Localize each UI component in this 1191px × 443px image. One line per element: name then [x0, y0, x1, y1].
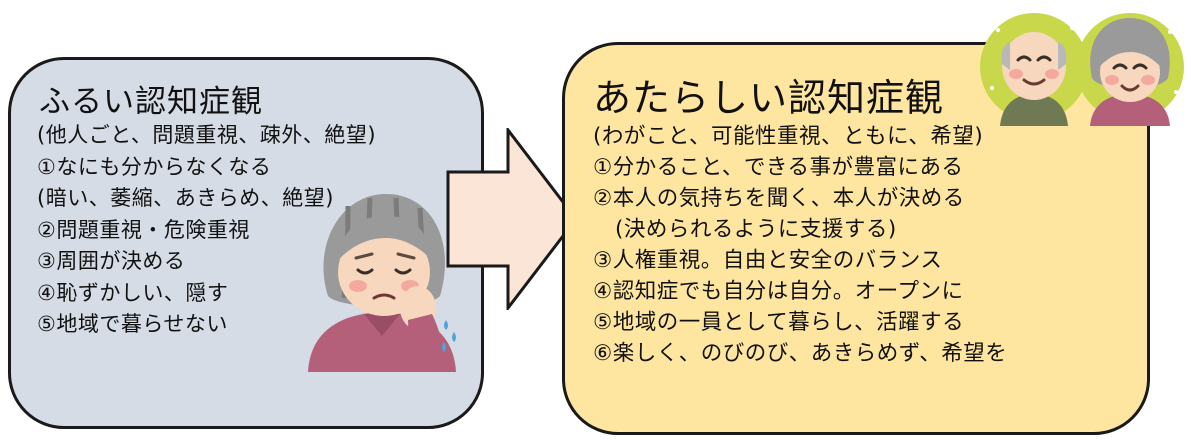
- right-arrow-icon: [446, 128, 578, 310]
- smiling-grandpa-icon: [980, 13, 1088, 126]
- new-view-list: (わがこと、可能性重視、ともに、希望) ①分かること、できる事が豊富にある ②本…: [593, 121, 1007, 369]
- new-view-line: ⑤地域の一員として暮らし、活躍する: [593, 310, 965, 335]
- new-view-line: ②本人の気持ちを聞く、本人が決める: [593, 186, 965, 211]
- new-view-line: ⑥楽しく、のびのび、あきらめず、希望を: [593, 341, 1008, 366]
- old-view-list: (他人ごと、問題重視、疎外、絶望) ①なにも分からなくなる (暗い、萎縮、あきら…: [37, 120, 376, 341]
- new-view-line: (わがこと、可能性重視、ともに、希望): [593, 124, 984, 149]
- old-view-line: ①なにも分からなくなる: [37, 154, 272, 179]
- old-view-line: ④恥ずかしい、隠す: [37, 280, 229, 305]
- old-view-title: ふるい認知症観: [39, 84, 263, 120]
- new-view-line: ③人権重視。自由と安全のバランス: [593, 248, 943, 273]
- smiling-grandma-icon: [1076, 13, 1184, 126]
- old-view-line: ③周囲が決める: [37, 249, 186, 273]
- smiling-elderly-couple-icon: [980, 13, 1184, 126]
- old-view-line: (他人ごと、問題重視、疎外、絶望): [37, 123, 377, 147]
- new-view-line: ④認知症でも自分は自分。オープンに: [593, 279, 964, 304]
- sad-elderly-woman-icon: [308, 194, 456, 372]
- old-view-line: (暗い、萎縮、あきらめ、絶望): [37, 186, 334, 210]
- new-view-line: (決められるように支援する): [593, 217, 897, 242]
- old-view-line: ⑤地域で暮らせない: [37, 312, 228, 336]
- old-view-line: ②問題重視・危険重視: [37, 217, 250, 242]
- new-view-title: あたらしい認知症観: [593, 76, 945, 120]
- new-view-line: ①分かること、できる事が豊富にある: [593, 155, 964, 180]
